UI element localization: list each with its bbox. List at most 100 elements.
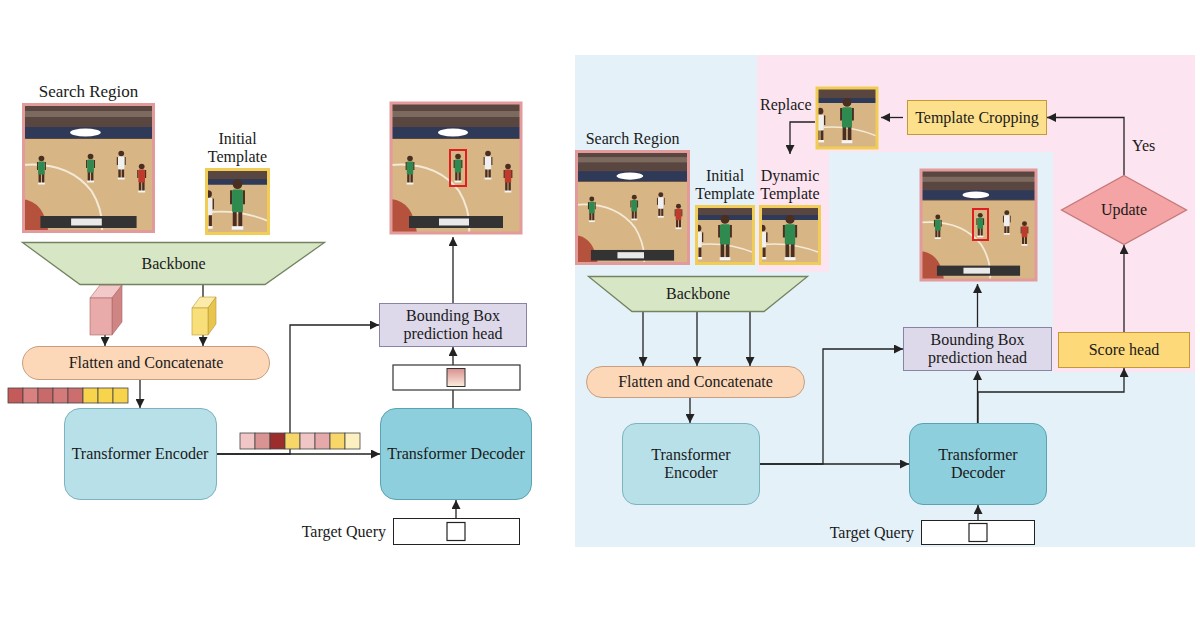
output-arrow (977, 284, 978, 327)
node-label: Flatten and Concatenate (69, 354, 224, 372)
process-box: Bounding Box prediction head (379, 303, 527, 347)
token-sequence (8, 388, 128, 403)
node-label: Backbone (142, 255, 206, 273)
process-box: Template Cropping (907, 100, 1047, 135)
encoded-token (285, 433, 300, 449)
backbone-trapezoid: Backbone (22, 242, 325, 285)
flow-arrow (696, 312, 697, 366)
process-pill: Flatten and Concatenate (586, 366, 805, 398)
node-label: Update (1101, 201, 1147, 219)
query-box-ground (393, 518, 520, 545)
flow-arrow (642, 312, 643, 366)
process-box: Transformer Decoder (380, 408, 532, 500)
encoded-token-sequence (240, 433, 360, 449)
flow-arrow (1047, 118, 1124, 176)
template-feature-cube (208, 297, 216, 335)
decoder-output-token (447, 369, 465, 387)
flow-arrow (689, 398, 690, 423)
search-token (68, 388, 83, 403)
annotation-label: Replace (760, 96, 812, 114)
flow-arrow (1123, 245, 1124, 332)
decision-diamond: Update (1061, 175, 1187, 245)
query-box: Target Query (393, 518, 520, 545)
flow-arrow (455, 500, 456, 518)
search-token (53, 388, 68, 403)
node-label: Score head (1089, 341, 1160, 359)
image-frame: Initial Template (695, 205, 755, 265)
result-image (921, 170, 1036, 280)
cropped-template-image (815, 88, 877, 148)
template-image (693, 205, 755, 265)
node-label: Bounding Box prediction head (380, 307, 526, 343)
node-heading: Dynamic Template (755, 167, 825, 203)
crop-arrow (881, 117, 903, 118)
encoded-token (330, 433, 345, 449)
replace-arrow (790, 122, 815, 154)
flow-arrow (749, 312, 750, 366)
query-box-ground (921, 520, 1035, 545)
decoder-output-box (393, 365, 520, 390)
node-heading: Target Query (282, 523, 386, 541)
node-label: Template Cropping (915, 109, 1039, 127)
backbone-trapezoid: Backbone (588, 276, 808, 312)
update-region (757, 55, 1195, 372)
node-heading: Search Region (573, 130, 693, 148)
flow-arrow (217, 325, 380, 454)
search-feature-cube (112, 285, 122, 335)
node-heading: Search Region (19, 82, 159, 101)
template-token (98, 388, 113, 403)
node-label: Transformer Decoder (910, 446, 1046, 482)
node-label: Backbone (666, 285, 730, 303)
encoded-token (345, 433, 360, 449)
encoded-token (270, 433, 285, 449)
query-box: Target Query (921, 520, 1035, 545)
node-label: Transformer Decoder (387, 445, 525, 463)
result-image (391, 103, 521, 233)
process-box: Transformer Encoder (64, 408, 217, 500)
process-box: Bounding Box prediction head (903, 327, 1052, 371)
process-box: Transformer Decoder (909, 423, 1047, 505)
node-heading: Initial Template (692, 167, 758, 203)
diamond-outline (588, 276, 653, 343)
image-frame: Initial Template (205, 168, 270, 235)
query-token (969, 524, 987, 542)
node-label: Transformer Encoder (72, 445, 209, 463)
node-label: Flatten and Concatenate (618, 373, 773, 391)
predicted-box (973, 209, 988, 240)
diamond-shape (1062, 176, 1187, 245)
template-token (83, 388, 98, 403)
encoded-token (315, 433, 330, 449)
image-frame: Search Region (575, 150, 690, 265)
predicted-box (450, 150, 466, 186)
encoded-token (300, 433, 315, 449)
search-token (23, 388, 38, 403)
search-region-image (575, 150, 690, 265)
search-token (38, 388, 53, 403)
query-token (447, 523, 465, 541)
search-feature-cube (90, 298, 112, 335)
flow-arrow (139, 380, 140, 408)
node-label: Transformer Encoder (623, 446, 759, 482)
template-token (113, 388, 128, 403)
dynamic-template-image (757, 205, 821, 265)
encoded-token (240, 433, 255, 449)
encoded-token (255, 433, 270, 449)
node-heading: Initial Template (202, 130, 274, 166)
template-image (203, 168, 270, 235)
process-pill: Flatten and Concatenate (22, 346, 270, 380)
result-image-frame (921, 170, 1036, 280)
trapezoid-shape (589, 277, 808, 312)
process-box: Score head (1058, 332, 1190, 368)
trapezoid-shape (23, 243, 325, 285)
search-token (8, 388, 23, 403)
template-feature-cube (192, 308, 208, 335)
cropped-template-frame (817, 88, 877, 148)
node-heading: Target Query (810, 524, 914, 542)
image-frame: Search Region (22, 103, 155, 233)
process-box: Transformer Encoder (622, 423, 760, 505)
flow-arrow (978, 368, 1124, 423)
output-arrow (452, 237, 453, 303)
